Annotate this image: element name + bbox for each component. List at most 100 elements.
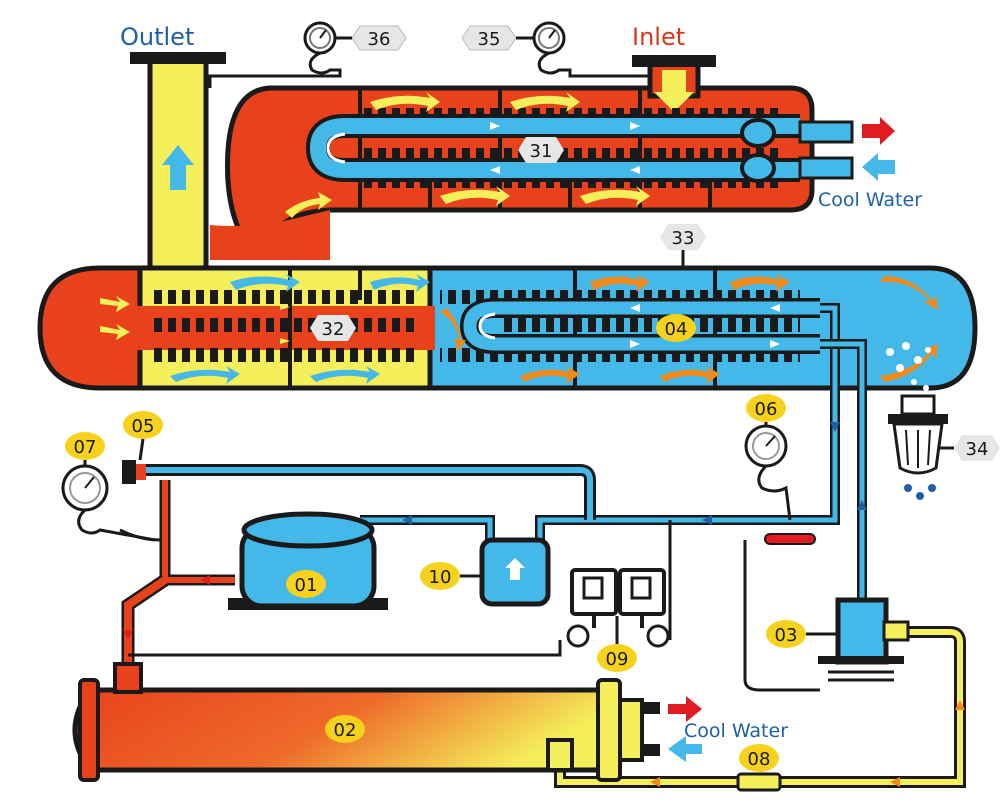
tube-flow-arrow-icon [490, 166, 500, 174]
badge-34: 34 [940, 435, 1000, 461]
accumulator-up-arrow-icon [505, 558, 525, 580]
flow-arrow-icon [880, 344, 938, 382]
flow-arrow-icon [857, 500, 867, 510]
valve-base [818, 656, 904, 664]
svg-text:05: 05 [132, 416, 155, 437]
droplet-icon [928, 484, 936, 492]
gauge-07-needle [84, 476, 95, 489]
accumulator-to-compressor [360, 515, 495, 540]
inlet-label: Inlet [632, 23, 685, 51]
flow-arrow-icon [660, 366, 720, 384]
svg-text:04: 04 [665, 319, 688, 340]
outlet-flange [130, 52, 226, 64]
tube-flow-arrow-icon [280, 338, 290, 344]
gauge-07-coil [77, 508, 156, 542]
badge-07: 07 [65, 432, 105, 466]
svg-text:06: 06 [755, 399, 778, 420]
badge-32: 32 [310, 315, 356, 341]
inlet-flange [632, 55, 716, 67]
upper-u-tube-fill [309, 118, 800, 178]
tube-flow-arrow-icon [490, 122, 500, 130]
liquid-line-fill [557, 629, 963, 785]
condenser-flange-right [596, 678, 622, 782]
svg-text:32: 32 [322, 319, 345, 340]
condenser-nozzle [640, 744, 660, 756]
flow-arrow-icon [580, 186, 650, 206]
valve-connector [882, 620, 910, 642]
suction-line [535, 515, 720, 540]
discharge-line [159, 480, 235, 586]
flow-arrow-icon [370, 274, 430, 292]
flow-arrow-icon [230, 274, 300, 292]
tube-end-cap [740, 153, 776, 183]
gauge-06-needle [765, 435, 776, 447]
switch-window [630, 576, 652, 600]
control-line [128, 640, 562, 657]
fin-row [150, 318, 420, 332]
upper-u-tube-inner [326, 132, 346, 164]
badge-02: 02 [325, 715, 365, 743]
badge-36: 36 [335, 25, 407, 51]
flow-arrow-icon [370, 92, 440, 112]
outlet-label: Outlet [120, 23, 194, 51]
svg-text:36: 36 [368, 29, 391, 50]
flow-arrow-icon [100, 324, 130, 340]
valve-body [835, 597, 889, 665]
control-line [743, 540, 820, 692]
lower-u-tube-fill [463, 301, 820, 351]
svg-text:09: 09 [606, 649, 629, 670]
evaporator-inlet-pipe-fill [820, 341, 865, 600]
switch-coil [646, 624, 670, 648]
flow-arrow-icon [880, 276, 938, 310]
svg-text:08: 08 [748, 749, 771, 770]
condenser-cap [618, 698, 644, 762]
compressor-top [241, 511, 375, 549]
tube-flow-arrow-icon [630, 340, 640, 348]
switch-coil [566, 624, 590, 648]
flow-arrow-icon [310, 366, 380, 384]
droplet-icon [896, 364, 904, 372]
svg-text:10: 10 [429, 567, 452, 588]
tube-flow-arrow-icon [630, 304, 640, 312]
sensor-tip [136, 464, 146, 480]
flow-arrow-icon [440, 186, 510, 206]
suction-line-fill [537, 517, 720, 540]
svg-text:03: 03 [775, 625, 798, 646]
cool-water-in-arrow-icon [862, 153, 895, 181]
thermal-bulb [764, 533, 816, 545]
cool-water-pipe [798, 120, 854, 144]
equalizer-line-fill [140, 467, 593, 520]
droplet-icon [914, 356, 922, 364]
upper-to-lower-duct [210, 210, 330, 260]
condenser-02 [72, 662, 702, 782]
flow-arrow-icon [100, 296, 130, 312]
cool-water-out-arrow-icon [862, 117, 895, 145]
filter-cap [900, 394, 936, 416]
gauge-36-coil [208, 51, 342, 88]
tube-flow-arrow-icon [280, 304, 290, 310]
badge-08: 08 [739, 744, 779, 772]
gauge-36 [208, 21, 342, 88]
tube-flow-arrow-icon [770, 340, 780, 348]
droplet-icon [902, 342, 910, 350]
flow-arrow-icon [890, 777, 900, 787]
flow-arrow-icon [510, 92, 580, 112]
badge-35: 35 [461, 25, 534, 51]
svg-text:02: 02 [334, 720, 357, 741]
upper-exchanger [130, 52, 895, 301]
flow-arrow-icon [590, 274, 650, 292]
flow-arrow-icon [702, 515, 712, 525]
gauge-06-coil [757, 464, 792, 521]
droplet-icon [916, 492, 924, 500]
badge-09: 09 [597, 616, 637, 672]
droplet-icon [904, 484, 912, 492]
droplet-icon [911, 379, 917, 385]
tube-flow-arrow-icon [770, 304, 780, 312]
sensor-05 [122, 460, 146, 484]
filter-ring [888, 414, 948, 424]
flow-arrow-icon [730, 274, 790, 292]
sight-glass [736, 772, 782, 792]
flow-arrow-icon [650, 777, 660, 787]
fin-row [500, 318, 800, 332]
